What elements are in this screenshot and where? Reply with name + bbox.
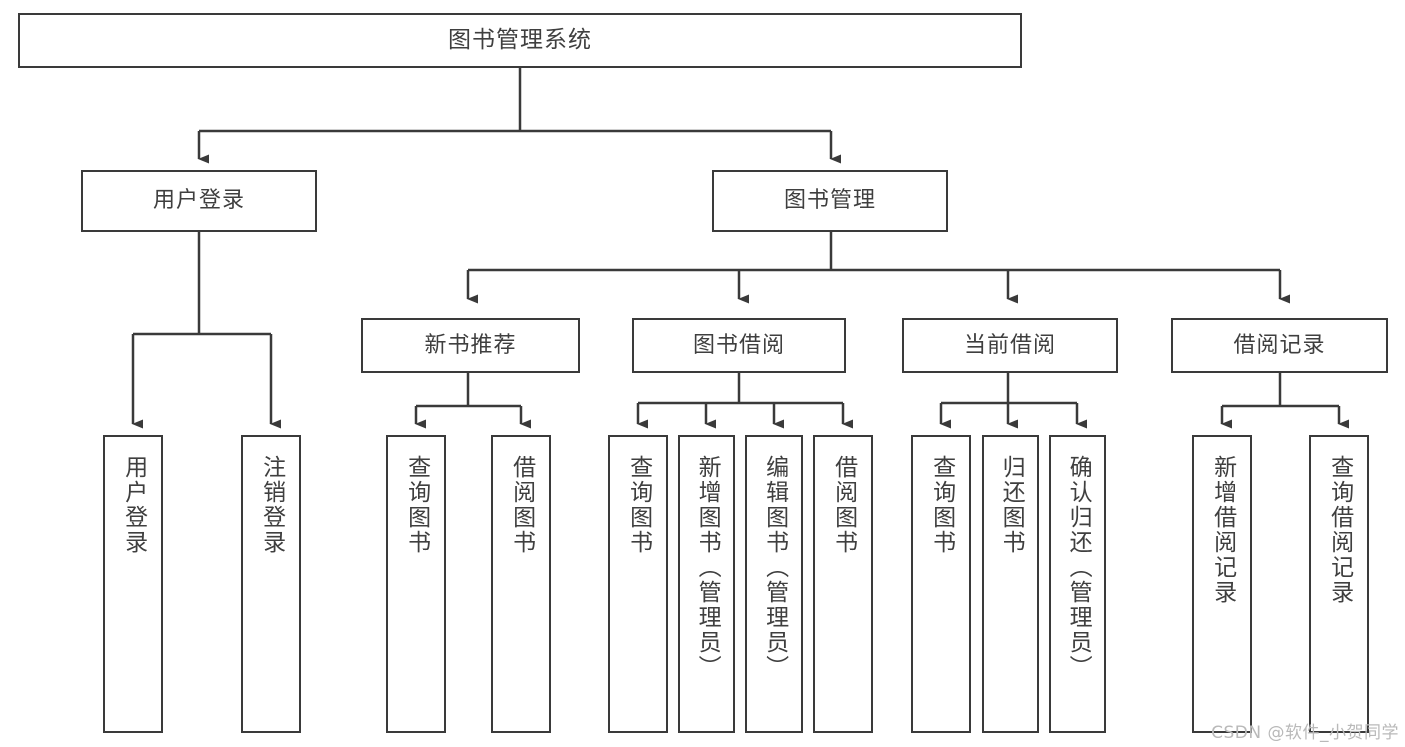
node-label: 查询图书 (403, 455, 430, 555)
node-label: 图书管理系统 (448, 27, 592, 54)
node-label: 用户登录 (152, 188, 245, 214)
node-new-book-recommend[interactable]: 新书推荐 (361, 318, 580, 373)
node-label: 借阅记录 (1233, 332, 1326, 358)
node-label: 归还图书 (998, 455, 1025, 555)
node-user-login[interactable]: 用户登录 (81, 170, 317, 232)
node-label: 用户登录 (120, 455, 147, 555)
node-label: 编辑图书（管理员） (761, 455, 788, 680)
node-root-book-management-system[interactable]: 图书管理系统 (18, 13, 1022, 68)
node-leaf-newbook-borrow-book[interactable]: 借阅图书 (491, 435, 551, 733)
node-leaf-currentborrow-confirm-return-admin[interactable]: 确认归还（管理员） (1049, 435, 1106, 733)
node-label: 图书管理 (783, 188, 876, 214)
node-label: 当前借阅 (963, 332, 1056, 358)
node-leaf-bookborrow-query-book[interactable]: 查询图书 (608, 435, 668, 733)
node-label: 借阅图书 (830, 455, 857, 555)
node-leaf-currentborrow-query-book[interactable]: 查询图书 (911, 435, 971, 733)
node-leaf-user-login-logout[interactable]: 注销登录 (241, 435, 301, 733)
node-book-borrow[interactable]: 图书借阅 (632, 318, 846, 373)
node-label: 注销登录 (258, 455, 285, 555)
node-label: 图书借阅 (692, 332, 785, 358)
node-leaf-borrowrecord-add-record[interactable]: 新增借阅记录 (1192, 435, 1252, 733)
node-leaf-bookborrow-add-book-admin[interactable]: 新增图书（管理员） (678, 435, 735, 733)
node-label: 新书推荐 (424, 332, 517, 358)
node-leaf-currentborrow-return-book[interactable]: 归还图书 (982, 435, 1039, 733)
node-label: 查询借阅记录 (1326, 455, 1353, 605)
node-leaf-borrowrecord-query-record[interactable]: 查询借阅记录 (1309, 435, 1369, 733)
node-label: 新增借阅记录 (1209, 455, 1236, 605)
node-leaf-bookborrow-borrow-book[interactable]: 借阅图书 (813, 435, 873, 733)
node-label: 查询图书 (928, 455, 955, 555)
node-label: 确认归还（管理员） (1065, 455, 1092, 680)
node-label: 查询图书 (625, 455, 652, 555)
node-label: 新增图书（管理员） (694, 455, 721, 680)
csdn-watermark: CSDN @软件_小贺同学 (1211, 723, 1399, 743)
node-label: 借阅图书 (508, 455, 535, 555)
node-leaf-bookborrow-edit-book-admin[interactable]: 编辑图书（管理员） (745, 435, 803, 733)
node-book-management[interactable]: 图书管理 (712, 170, 948, 232)
node-leaf-user-login-login[interactable]: 用户登录 (103, 435, 163, 733)
node-leaf-newbook-query-book[interactable]: 查询图书 (386, 435, 446, 733)
node-current-borrow[interactable]: 当前借阅 (902, 318, 1118, 373)
node-borrow-record[interactable]: 借阅记录 (1171, 318, 1388, 373)
